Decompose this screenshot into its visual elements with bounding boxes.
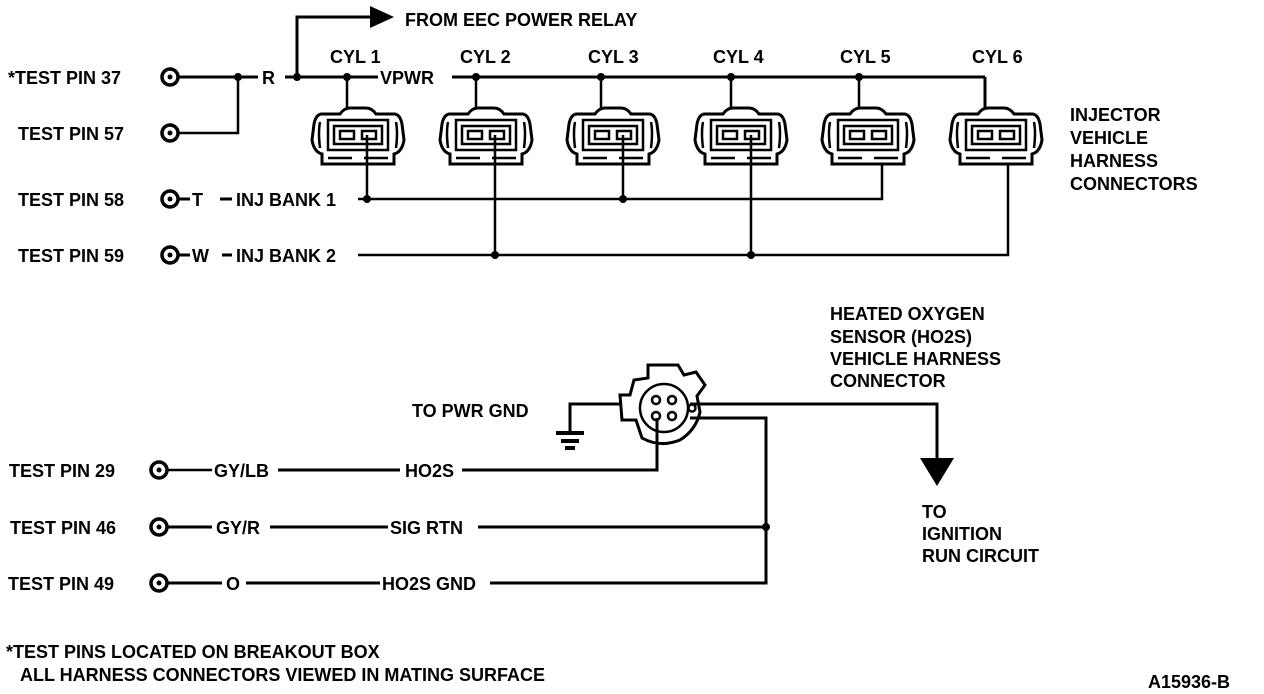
ground-wire (568, 402, 626, 433)
injector-connector-cyl6[interactable]: CYL 6 (948, 47, 1044, 166)
svg-text:HARNESS: HARNESS (1070, 151, 1158, 171)
cyl-label: CYL 5 (840, 47, 891, 67)
pin37-wire-color: R (262, 68, 275, 88)
ground-icon (556, 431, 584, 450)
pin49-wire-color: O (226, 574, 240, 594)
pin58-wire-color: T (192, 190, 203, 210)
svg-text:VEHICLE: VEHICLE (1070, 128, 1148, 148)
test-pin-29-label: TEST PIN 29 (9, 461, 115, 481)
junction-node (293, 73, 301, 81)
pin29-wire-color: GY/LB (214, 461, 269, 481)
svg-text:VEHICLE HARNESS: VEHICLE HARNESS (830, 349, 1001, 369)
injector-connector-cyl4[interactable]: CYL 4 (693, 47, 789, 255)
cyl-label: CYL 1 (330, 47, 381, 67)
pin59-wire-color: W (192, 246, 209, 266)
power-relay-wire (295, 15, 375, 77)
injector-connector-cyl3[interactable]: CYL 3 (565, 47, 661, 199)
arrow-right-icon (370, 6, 394, 28)
injector-connector-cyl1[interactable]: CYL 1 (310, 47, 406, 199)
svg-text:SENSOR (HO2S): SENSOR (HO2S) (830, 327, 972, 347)
ho2s-connector[interactable] (618, 363, 707, 445)
ignition-run-label: TO IGNITION RUN CIRCUIT (922, 502, 1039, 566)
injector-connector-cyl5[interactable]: CYL 5 (820, 47, 916, 166)
test-pin-37-label: *TEST PIN 37 (8, 68, 121, 88)
cyl-label: CYL 3 (588, 47, 639, 67)
inj-bank-1-wire (358, 155, 884, 201)
svg-text:IGNITION: IGNITION (922, 524, 1002, 544)
svg-text:CONNECTORS: CONNECTORS (1070, 174, 1198, 194)
ignition-wire (690, 402, 939, 460)
power-relay-label: FROM EEC POWER RELAY (405, 10, 637, 30)
ho2s-wire (462, 418, 659, 472)
injector-connector-cyl2[interactable]: CYL 2 (438, 47, 534, 255)
cyl-label: CYL 6 (972, 47, 1023, 67)
test-pin-46-label: TEST PIN 46 (10, 518, 116, 538)
pin46-wire-color: GY/R (216, 518, 260, 538)
svg-text:HEATED OXYGEN: HEATED OXYGEN (830, 304, 985, 324)
vpwr-circuit-label: VPWR (380, 68, 434, 88)
footnote-1: *TEST PINS LOCATED ON BREAKOUT BOX (6, 642, 380, 662)
ho2s-connector-label: HEATED OXYGEN SENSOR (HO2S) VEHICLE HARN… (830, 304, 1001, 391)
pin57-wire (170, 77, 240, 135)
svg-text:RUN CIRCUIT: RUN CIRCUIT (922, 546, 1039, 566)
ground-label: TO PWR GND (412, 401, 529, 421)
ho2s-gnd-circuit-label: HO2S GND (382, 574, 476, 594)
footnote-2: ALL HARNESS CONNECTORS VIEWED IN MATING … (20, 665, 545, 685)
test-pin-49-label: TEST PIN 49 (8, 574, 114, 594)
svg-text:TO: TO (922, 502, 947, 522)
cyl-label: CYL 4 (713, 47, 764, 67)
ho2s-circuit-label: HO2S (405, 461, 454, 481)
svg-text:INJECTOR: INJECTOR (1070, 105, 1161, 125)
inj-bank-2-wire (358, 155, 1010, 257)
injector-connectors-label: INJECTOR VEHICLE HARNESS CONNECTORS (1070, 105, 1198, 194)
inj-bank-2-label: INJ BANK 2 (236, 246, 336, 266)
ho2s-gnd-wire (490, 416, 768, 585)
test-pin-57-label: TEST PIN 57 (18, 124, 124, 144)
svg-text:CONNECTOR: CONNECTOR (830, 371, 946, 391)
sig-rtn-circuit-label: SIG RTN (390, 518, 463, 538)
arrow-down-icon (920, 458, 954, 486)
test-pin-59-label: TEST PIN 59 (18, 246, 124, 266)
cyl-label: CYL 2 (460, 47, 511, 67)
inj-bank-1-label: INJ BANK 1 (236, 190, 336, 210)
figure-id: A15936-B (1148, 672, 1230, 692)
test-pin-58-label: TEST PIN 58 (18, 190, 124, 210)
